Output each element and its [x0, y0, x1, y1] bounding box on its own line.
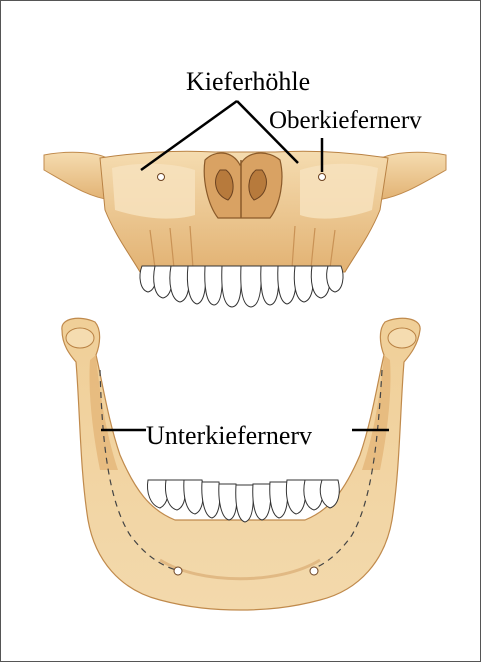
left-mental-foramen — [174, 567, 182, 575]
left-infraorbital-foramen — [158, 174, 165, 181]
upper-teeth — [140, 266, 343, 307]
lower-jaw — [62, 318, 420, 610]
right-infraorbital-foramen — [319, 174, 326, 181]
upper-jaw — [44, 151, 446, 272]
maxillary-sinus-label: Kieferhöhle — [186, 69, 310, 95]
mandibular-nerve-label: Unterkiefernerv — [146, 423, 312, 449]
lower-teeth — [148, 480, 340, 522]
left-sinus-shading — [112, 164, 195, 219]
maxillary-nerve-label: Oberkiefernerv — [269, 108, 422, 133]
right-mental-foramen — [310, 567, 318, 575]
right-sinus-shading — [300, 164, 378, 219]
